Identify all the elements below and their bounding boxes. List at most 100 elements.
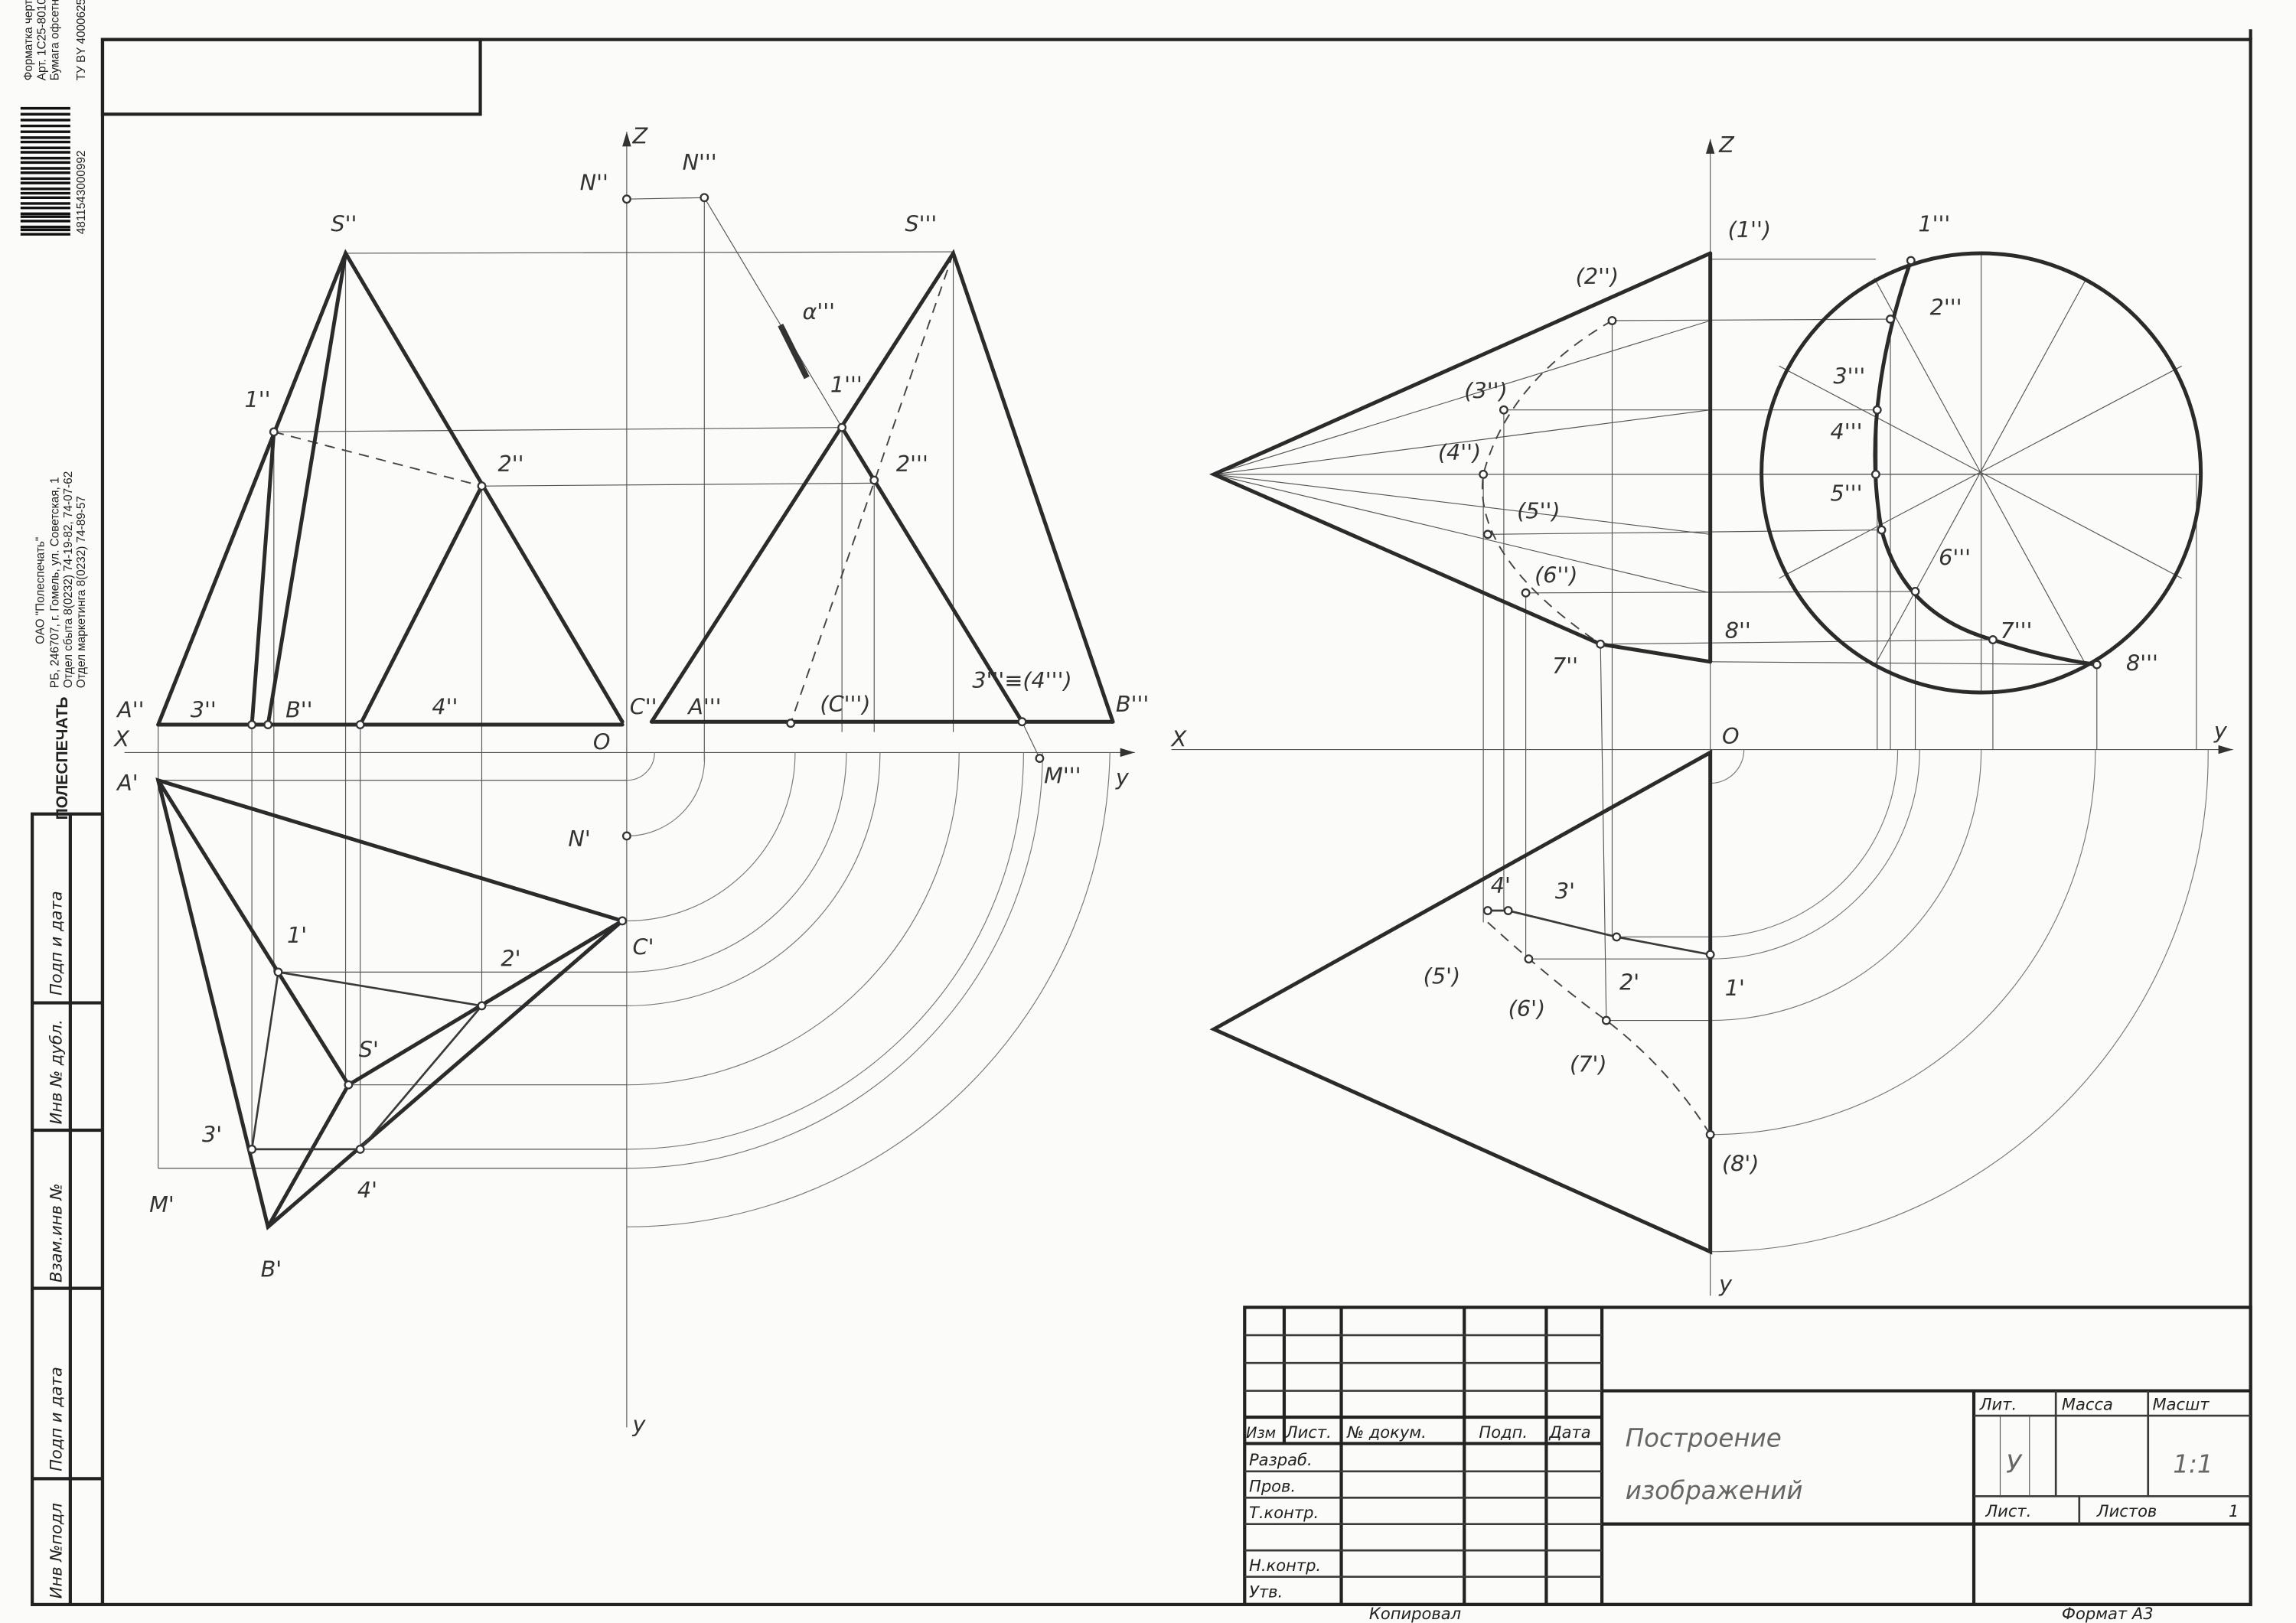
axes-right: Z X O y y: [1170, 132, 2233, 1296]
pyramid-profile-view: [649, 249, 1115, 724]
drawing-line: [156, 778, 351, 1087]
label: Формат А3: [2062, 1604, 2154, 1623]
label: N'': [580, 170, 608, 196]
construction-point: [1499, 405, 1508, 415]
publisher-logo: ПОЛЕСПЕЧАТЬ: [54, 696, 71, 820]
label: S'': [331, 210, 357, 236]
label: ТУ BY 400062502.014-2007: [75, 0, 88, 80]
drawing-line: [626, 752, 847, 973]
drawing-line: [273, 427, 843, 432]
title-block: Изм Лист. № докум. Подп. Дата Разраб. Пр…: [1243, 1305, 2252, 1623]
drawing-line: [1710, 749, 1982, 1022]
drawing-line: [273, 431, 482, 487]
label: Изм: [1246, 1424, 1276, 1442]
pyramid-front-view: [156, 249, 625, 727]
drawing-line: [1213, 320, 1711, 475]
construction-point: [618, 916, 628, 926]
drawing-line: [1710, 749, 1745, 784]
label: 3''': [1833, 363, 1865, 389]
cone-top-view: [1209, 749, 1713, 1255]
construction-point: [1988, 635, 1998, 645]
label: Утв.: [1249, 1582, 1283, 1601]
construction-point: [1521, 588, 1531, 598]
drawing-line: [790, 253, 954, 724]
label: (2''): [1576, 263, 1619, 289]
label: A''': [687, 694, 721, 720]
label: Взам.инв №: [46, 1184, 65, 1282]
label: 4'': [432, 694, 458, 720]
label: N': [568, 826, 590, 852]
label: Инв № дубл.: [46, 1019, 65, 1124]
drawing-line: [346, 918, 625, 1087]
drawing-line: [1487, 921, 1711, 1136]
drawing-line: [1612, 318, 1891, 321]
drawing-line: [1214, 409, 1711, 475]
label: y: [632, 1411, 647, 1437]
cone-front-view: [1208, 251, 1713, 664]
drawing-line: [481, 482, 875, 487]
label: (1''): [1728, 217, 1771, 243]
label: Подп.: [1479, 1423, 1528, 1442]
label: y: [1115, 764, 1130, 790]
label: Отдел маркетинга 8(0232) 74-89-57: [75, 496, 88, 688]
label: Разраб.: [1249, 1450, 1313, 1469]
drawing-line: [100, 37, 482, 116]
label: Форматка чертежная: [22, 0, 35, 80]
label: 2''': [896, 451, 928, 477]
label: 2''': [1930, 294, 1962, 320]
drawing-line: [100, 37, 2252, 1606]
label: 4''': [1831, 419, 1863, 445]
label: 3'': [191, 696, 217, 722]
label: (5''): [1517, 497, 1560, 523]
publisher-info: ПОЛЕСПЕЧАТЬ ОАО "Полеспечать" РБ, 246707…: [20, 0, 88, 820]
label: 7'': [1552, 653, 1578, 679]
construction-point: [2092, 660, 2102, 670]
label: B''': [1116, 691, 1149, 717]
drawing-line: [778, 324, 810, 380]
construction-point: [269, 427, 279, 437]
construction-point: [1482, 906, 1492, 915]
construction-point: [1910, 587, 1920, 596]
axes-left: Z X O y y: [113, 122, 1135, 1437]
drawing-line: [249, 429, 276, 727]
drawing-line: [626, 752, 960, 1086]
drawing-line: [649, 249, 1115, 724]
label: 4': [357, 1177, 377, 1203]
drawing-line: [156, 249, 625, 727]
label: 2': [501, 946, 520, 972]
label: y: [1718, 1270, 1733, 1296]
label: изображений: [1626, 1476, 1803, 1505]
drawing-line: [1243, 1305, 2252, 1606]
label: B': [261, 1256, 282, 1282]
construction-point: [1017, 717, 1027, 727]
drawing-line: [1120, 748, 1135, 758]
label: S': [359, 1036, 379, 1062]
construction-point: [273, 967, 283, 977]
drawing-line: [622, 132, 631, 147]
construction-point: [1870, 469, 1880, 479]
drawing-line: [626, 752, 881, 1006]
construction-point: [477, 481, 487, 491]
construction-point: [1503, 906, 1513, 915]
construction-point: [621, 831, 631, 841]
label: 1'': [245, 386, 271, 412]
sheet-frame: [100, 29, 2252, 1606]
label: 1': [1725, 975, 1745, 1001]
label: Масса: [2062, 1394, 2113, 1413]
construction-point: [477, 1001, 487, 1011]
points-left: [247, 193, 1045, 1154]
label: 8''': [2126, 650, 2158, 676]
construction-point: [837, 422, 847, 432]
label: 1: [2229, 1501, 2239, 1520]
projection-arcs-left: [626, 752, 1110, 1227]
label: C': [633, 934, 654, 960]
label: S''': [905, 210, 937, 236]
construction-point: [1607, 316, 1617, 325]
drawing-line: [626, 752, 706, 837]
label: Подп и дата: [46, 891, 65, 996]
construction-point: [247, 720, 257, 729]
label: Дата: [1548, 1423, 1590, 1442]
label: C'': [630, 694, 657, 720]
construction-lines-left: [158, 197, 1040, 1169]
label: y: [2213, 717, 2228, 743]
